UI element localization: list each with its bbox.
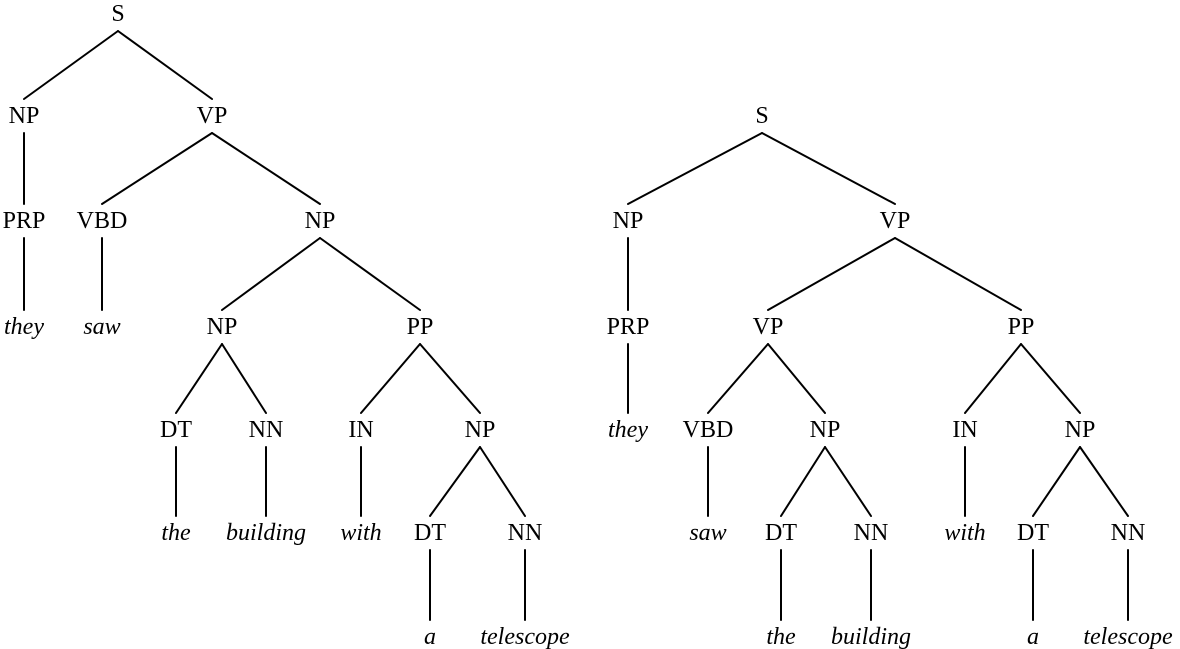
node-vp: VP	[197, 103, 228, 129]
edges	[627, 132, 1129, 621]
node-np: NP	[9, 103, 40, 129]
node-nn: NN	[249, 417, 284, 443]
tree-edge	[964, 343, 1022, 414]
node-nn: NN	[508, 520, 543, 546]
edges	[23, 30, 526, 621]
node-s: S	[111, 1, 124, 27]
node-vp: VP	[753, 314, 784, 340]
word-saw: saw	[689, 520, 726, 546]
tree-edge	[175, 343, 223, 414]
tree-edge	[101, 132, 213, 205]
node-dt: DT	[414, 520, 446, 546]
node-prp: PRP	[3, 208, 46, 234]
node-nn: NN	[854, 520, 889, 546]
tree-edge	[23, 30, 119, 100]
tree-edge	[627, 132, 763, 205]
node-np: NP	[1065, 417, 1096, 443]
node-np: NP	[613, 208, 644, 234]
word-building: building	[831, 624, 911, 649]
tree-edge	[824, 446, 872, 517]
node-dt: DT	[765, 520, 797, 546]
node-prp: PRP	[607, 314, 650, 340]
word-they: they	[608, 417, 648, 443]
word-telescope: telescope	[480, 624, 570, 649]
node-pp: PP	[1008, 314, 1035, 340]
word-the: the	[161, 520, 191, 546]
node-vbd: VBD	[683, 417, 734, 443]
node-nn: NN	[1111, 520, 1146, 546]
node-dt: DT	[1017, 520, 1049, 546]
word-building: building	[226, 520, 306, 546]
tree-edge	[211, 132, 321, 205]
tree-edge	[117, 30, 213, 100]
node-dt: DT	[160, 417, 192, 443]
tree-edge	[894, 237, 1022, 311]
tree-edge	[1032, 446, 1081, 517]
node-in: IN	[952, 417, 977, 443]
tree-edge	[707, 343, 769, 414]
word-a: a	[1027, 624, 1039, 649]
tree-edge	[1020, 343, 1081, 414]
tree-edge	[319, 237, 421, 311]
word-they: they	[4, 314, 44, 340]
node-np: NP	[305, 208, 336, 234]
tree-edge	[429, 446, 481, 517]
labels: S NP PRP they VP VP VBD saw NP DT the NN building PP I…	[607, 103, 1173, 649]
tree-edge	[479, 446, 526, 517]
node-in: IN	[348, 417, 373, 443]
node-vp: VP	[880, 208, 911, 234]
labels: SNPPRPtheyVPVBDsawNPNPDTtheNNbuildingPPI…	[3, 1, 570, 649]
tree-edge	[767, 343, 826, 414]
parse-tree-left: SNPPRPtheyVPVBDsawNPNPDTtheNNbuildingPPI…	[3, 1, 570, 649]
word-a: a	[424, 624, 436, 649]
tree-edge	[360, 343, 421, 414]
tree-edge	[419, 343, 481, 414]
node-pp: PP	[407, 314, 434, 340]
node-np: NP	[465, 417, 496, 443]
node-s: S	[755, 103, 768, 129]
word-telescope: telescope	[1083, 624, 1173, 649]
word-the: the	[766, 624, 796, 649]
tree-edge	[780, 446, 826, 517]
word-with: with	[340, 520, 381, 546]
node-np: NP	[810, 417, 841, 443]
node-np: NP	[207, 314, 238, 340]
node-vbd: VBD	[77, 208, 128, 234]
tree-edge	[221, 343, 267, 414]
tree-edge	[761, 132, 896, 205]
parse-tree-right: S NP PRP they VP VP VBD saw NP DT the NN building PP I…	[607, 103, 1173, 649]
tree-edge	[221, 237, 321, 311]
word-saw: saw	[83, 314, 120, 340]
tree-edge	[1079, 446, 1129, 517]
word-with: with	[944, 520, 985, 546]
tree-edge	[767, 237, 896, 311]
